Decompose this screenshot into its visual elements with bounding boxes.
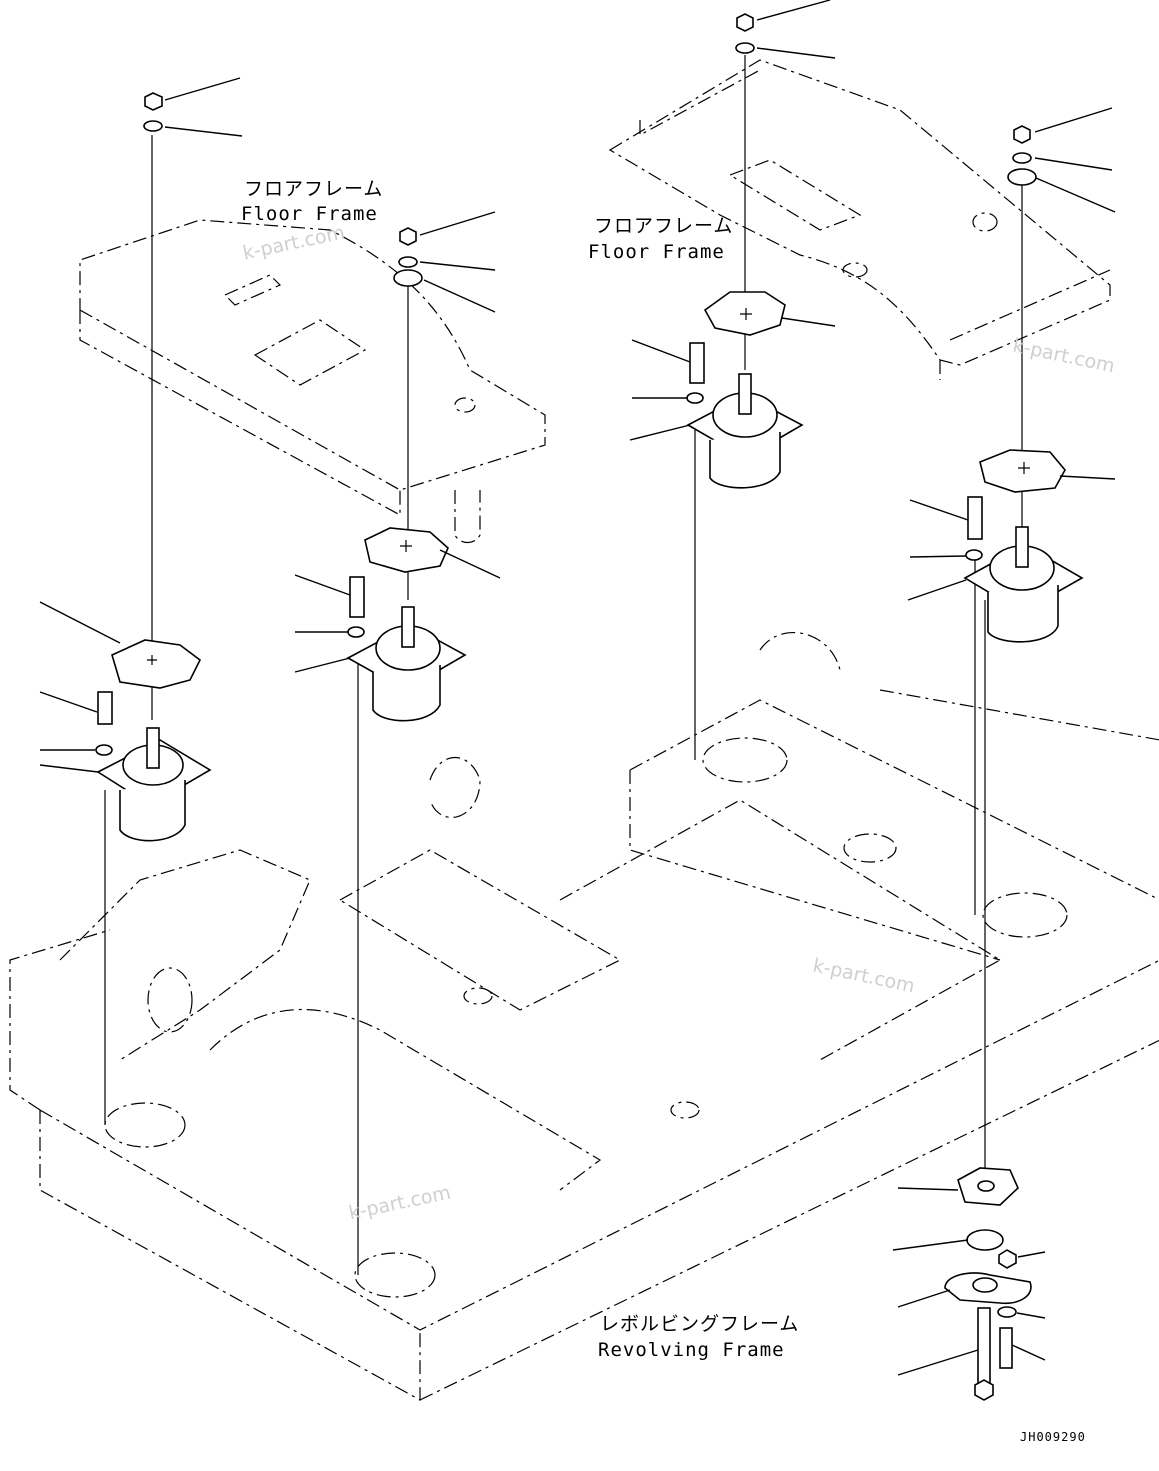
revolving-frame <box>9 632 1159 1402</box>
mount-assembly-right <box>963 125 1084 643</box>
floor-frame-right <box>608 59 1111 380</box>
revolving-frame-label-jp: レボルビングフレーム <box>600 1313 800 1335</box>
lower-stopper-stack <box>944 1167 1032 1401</box>
floor-frame-left-label-jp: フロアフレーム <box>244 178 384 200</box>
floor-frame-left <box>79 219 546 544</box>
floor-frame-left-label-en: Floor Frame <box>241 203 378 225</box>
leader-lines <box>39 0 1116 1376</box>
mount-assembly-center-left <box>346 227 467 722</box>
mount-assembly-left <box>95 92 212 842</box>
mount-assembly-center-right <box>686 13 804 489</box>
assembly-axes <box>104 55 1023 1275</box>
revolving-frame-label-en: Revolving Frame <box>598 1339 785 1361</box>
floor-frame-right-label-en: Floor Frame <box>588 241 725 263</box>
drawing-code: JH009290 <box>1020 1430 1086 1444</box>
floor-frame-right-label-jp: フロアフレーム <box>594 215 734 237</box>
